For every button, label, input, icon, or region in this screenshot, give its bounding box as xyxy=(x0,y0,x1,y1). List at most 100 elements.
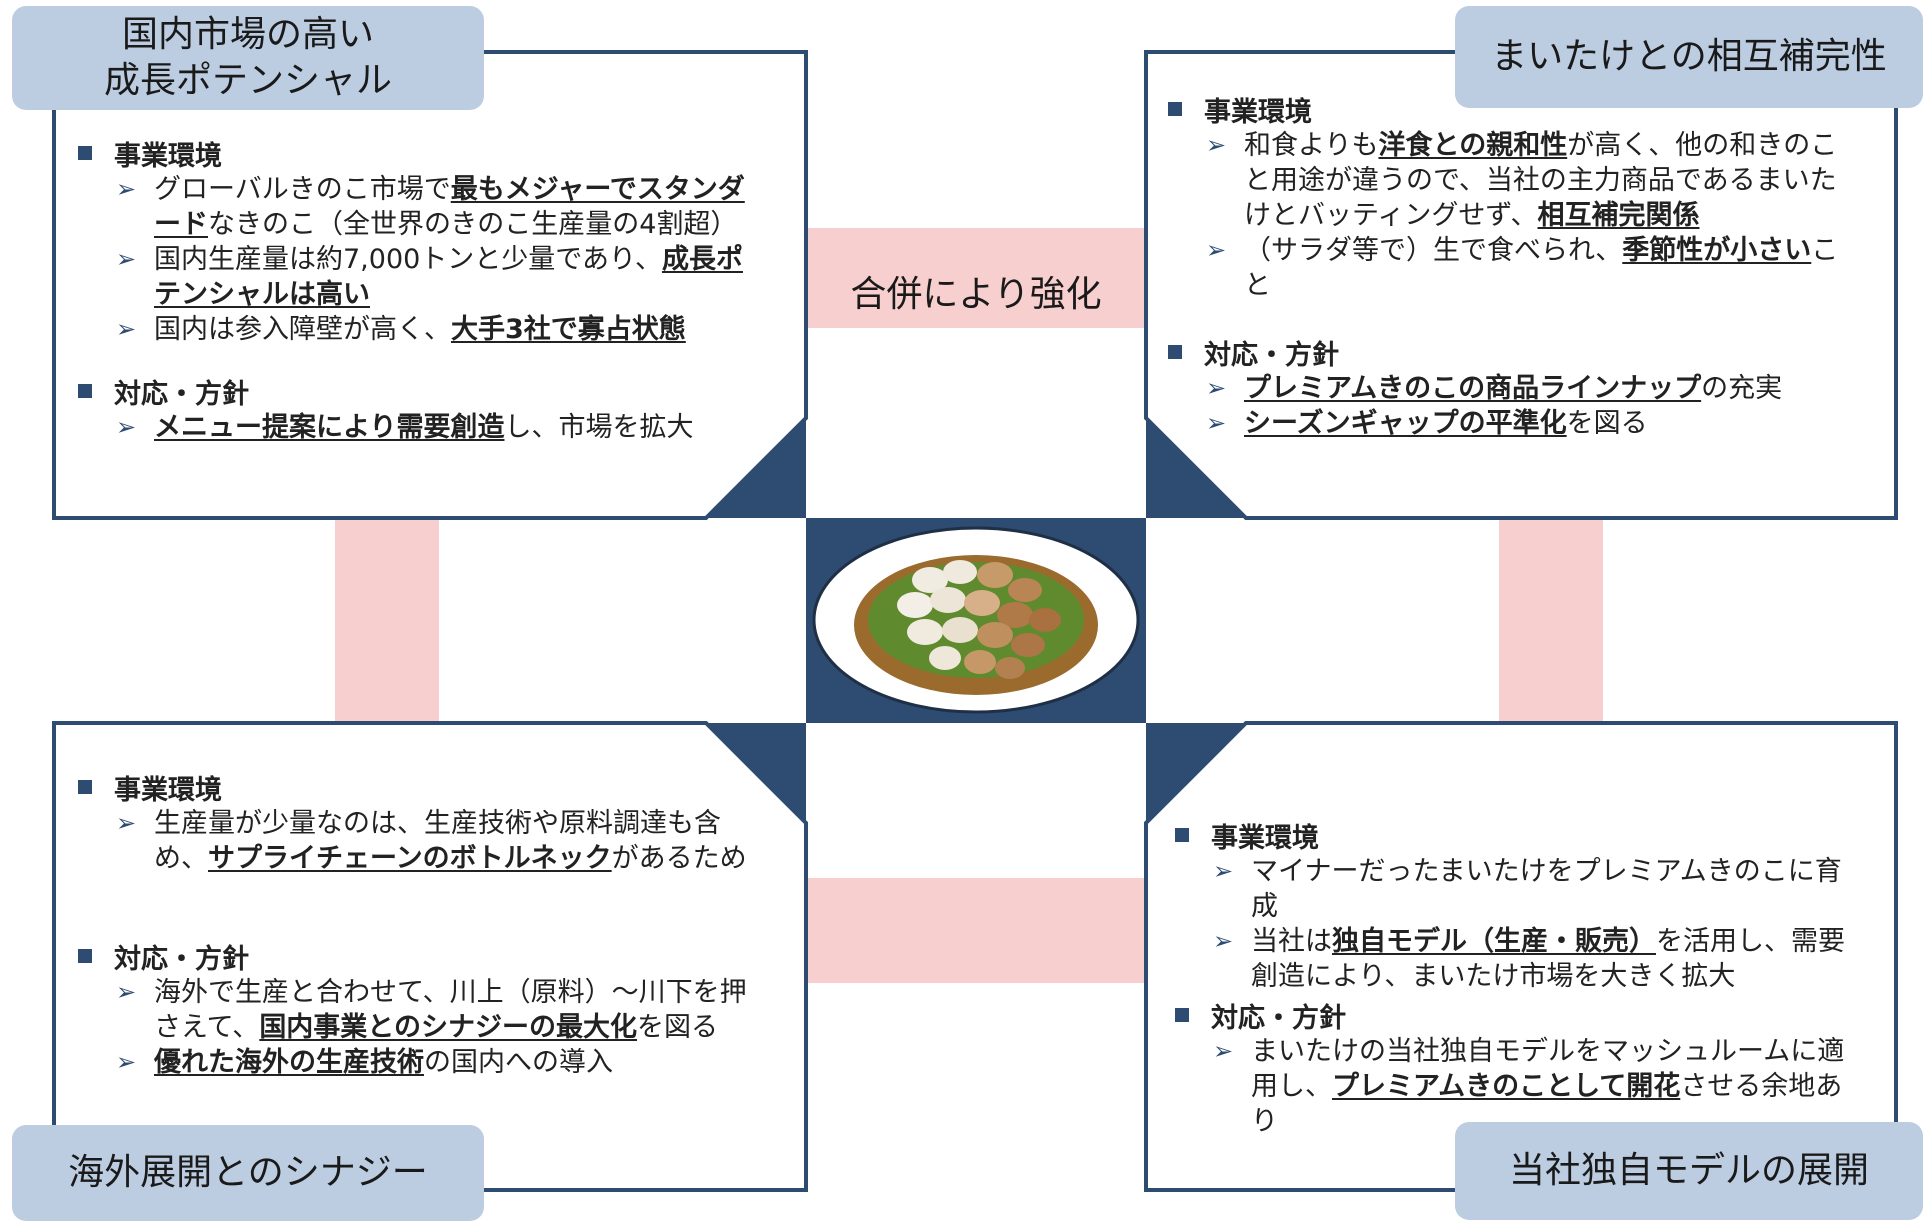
item-text: が高く、他の和きのこと用途が違うので、当社の主力商品であるまいたけとバッティング… xyxy=(1244,130,1838,231)
connector-top xyxy=(806,228,1146,328)
section-heading-text: 対応・方針 xyxy=(1204,339,1339,371)
item-text: マイナーだったまいたけをプレミアムきのこに育成 xyxy=(1251,856,1842,922)
emphasized-text: 優れた海外の生産技術 xyxy=(154,1047,424,1078)
bullet-item: ➢ プレミアムきのこの商品ラインナップの充実 xyxy=(1206,371,1858,406)
bullet-item: ➢ マイナーだったまいたけをプレミアムきのこに育成 xyxy=(1213,854,1865,924)
arrow-bullet-icon: ➢ xyxy=(1213,857,1234,885)
section-heading-text: 事業環境 xyxy=(114,774,222,806)
section-block: 事業環境 ➢ グローバルきのこ市場で最もメジャーでスタンダードなきのこ（全世界のきの… xyxy=(78,134,758,347)
connector-bottom xyxy=(806,878,1146,983)
emphasized-text: 洋食との親和性 xyxy=(1378,130,1568,161)
section-heading: 事業環境 xyxy=(1168,90,1858,128)
item-text: を活用し、需要創造により、まいたけ市場を大きく拡大 xyxy=(1251,926,1845,992)
square-bullet-icon xyxy=(78,384,92,398)
item-text: （サラダ等で）生で食べられ、 xyxy=(1244,235,1623,266)
arrow-bullet-icon: ➢ xyxy=(1213,927,1234,955)
item-text: 生産量が少量なのは、生産技術や原料調達も含め、 xyxy=(154,808,721,874)
emphasized-text: メニュー提案により需要創造 xyxy=(154,412,505,443)
item-text: の充実 xyxy=(1701,373,1783,404)
section-heading-text: 対応・方針 xyxy=(114,943,249,975)
emphasized-text: 相互補完関係 xyxy=(1537,200,1700,231)
arrow-bullet-icon: ➢ xyxy=(116,315,137,343)
square-bullet-icon xyxy=(1175,1008,1189,1022)
mushroom-caps xyxy=(897,560,1061,679)
item-text: 和食よりも xyxy=(1244,130,1379,161)
item-text: まいたけの当社独自モデルをマッシュルームに適用し、 xyxy=(1251,1036,1845,1102)
section-heading-text: 対応・方針 xyxy=(114,378,249,410)
center-label: 合併により強化 xyxy=(850,274,1102,315)
bullet-item: ➢ 国内生産量は約7,000トンと少量であり、成長ポテンシャルは高い xyxy=(116,242,758,312)
connector-left xyxy=(335,518,439,723)
arrow-bullet-icon: ➢ xyxy=(116,413,137,441)
square-bullet-icon xyxy=(1168,345,1182,359)
item-text: 海外で生産と合わせて、川上（原料）～川下を押さえて、 xyxy=(154,977,747,1043)
bullet-item: ➢ シーズンギャップの平準化を図る xyxy=(1206,406,1858,441)
bullet-item: ➢ 優れた海外の生産技術の国内への導入 xyxy=(116,1045,768,1080)
emphasized-text: プレミアムきのこの商品ラインナップ xyxy=(1244,373,1702,404)
emphasized-text: 独自モデル（生産・販売） xyxy=(1332,926,1656,957)
section-heading: 対応・方針 xyxy=(78,937,768,975)
item-text: こと xyxy=(1244,235,1839,301)
bullet-item: ➢海外で生産と合わせて、川上（原料）～川下を押さえて、国内事業とのシナジーの最大… xyxy=(116,975,768,1045)
arrow-bullet-icon: ➢ xyxy=(116,175,137,203)
section-heading: 事業環境 xyxy=(78,134,758,172)
bullet-item: ➢ メニュー提案により需要創造し、市場を拡大 xyxy=(116,410,758,445)
emphasized-text: シーズンギャップの平準化 xyxy=(1244,408,1567,439)
emphasized-text: 大手3社で寡占状態 xyxy=(451,314,686,345)
emphasized-text: 成長ポテンシャルは高い xyxy=(154,244,743,310)
section-block: 対応・方針 ➢ プレミアムきのこの商品ラインナップの充実 ➢ シーズンギャップの平準化を… xyxy=(1168,333,1858,441)
bullet-item: ➢ 生産量が少量なのは、生産技術や原料調達も含め、サプライチェーンのボトルネックが… xyxy=(116,806,768,876)
section-heading-text: 事業環境 xyxy=(1204,96,1312,128)
emphasized-text: 国内事業とのシナジーの最大化 xyxy=(259,1012,638,1043)
bullet-item: ➢ グローバルきのこ市場で最もメジャーでスタンダードなきのこ（全世界のきのこ生産量… xyxy=(116,172,758,242)
arrow-bullet-icon: ➢ xyxy=(116,1048,137,1076)
bullet-item: ➢当社は独自モデル（生産・販売）を活用し、需要創造により、まいたけ市場を大きく拡… xyxy=(1213,924,1865,994)
section-block: 対応・方針 ➢ メニュー提案により需要創造し、市場を拡大 xyxy=(78,372,758,445)
connector-right xyxy=(1499,518,1603,723)
arrow-bullet-icon: ➢ xyxy=(1206,374,1227,402)
section-block: 事業環境 ➢ 生産量が少量なのは、生産技術や原料調達も含め、サプライチェーンのボトル… xyxy=(78,768,768,876)
item-text: グローバルきのこ市場で xyxy=(154,174,451,205)
arrow-bullet-icon: ➢ xyxy=(1206,131,1227,159)
title-tag-bottom-right: 当社独自モデルの展開 xyxy=(1455,1122,1923,1220)
item-text: なきのこ（全世界のきのこ生産量の4割超） xyxy=(208,209,738,240)
bullet-item: ➢国内は参入障壁が高く、大手3社で寡占状態 xyxy=(116,312,758,347)
item-text: し、市場を拡大 xyxy=(504,412,694,443)
emphasized-text: プレミアムきのことして開花 xyxy=(1332,1071,1681,1102)
item-text: の国内への導入 xyxy=(424,1047,613,1078)
arrow-bullet-icon: ➢ xyxy=(1213,1037,1234,1065)
section-block: 対応・方針 ➢ まいたけの当社独自モデルをマッシュルームに適用し、プレミアムきのこと… xyxy=(1175,996,1865,1139)
section-block: 事業環境 ➢ 和食よりも洋食との親和性が高く、他の和きのこと用途が違うので、当社の主… xyxy=(1168,90,1858,303)
panel-top-left xyxy=(52,50,808,520)
section-block: 事業環境 ➢ マイナーだったまいたけをプレミアムきのこに育成➢当社は独自モデル（生産… xyxy=(1175,816,1865,994)
title-tag-top-right: まいたけとの相互補完性 xyxy=(1455,6,1923,108)
bullet-item: ➢（サラダ等で）生で食べられ、季節性が小さいこと xyxy=(1206,233,1858,303)
square-bullet-icon xyxy=(1168,102,1182,116)
section-heading: 対応・方針 xyxy=(1175,996,1865,1034)
bullet-item: ➢ 和食よりも洋食との親和性が高く、他の和きのこと用途が違うので、当社の主力商品で… xyxy=(1206,128,1858,233)
section-heading-text: 事業環境 xyxy=(114,140,222,172)
section-heading-text: 対応・方針 xyxy=(1211,1002,1346,1034)
arrow-bullet-icon: ➢ xyxy=(116,245,137,273)
emphasized-text: 季節性が小さい xyxy=(1622,235,1812,266)
bullet-item: ➢まいたけの当社独自モデルをマッシュルームに適用し、プレミアムきのことして開花さ… xyxy=(1213,1034,1865,1139)
square-bullet-icon xyxy=(78,780,92,794)
item-text: があるため xyxy=(611,843,747,874)
panel-bottom-left xyxy=(52,721,808,1192)
section-heading: 対応・方針 xyxy=(78,372,758,410)
item-text: を図る xyxy=(637,1012,719,1043)
title-tag-bottom-left: 海外展開とのシナジー xyxy=(12,1125,484,1221)
square-bullet-icon xyxy=(1175,828,1189,842)
item-text: 国内生産量は約7,000トンと少量であり、 xyxy=(154,244,662,275)
section-block: 対応・方針➢海外で生産と合わせて、川上（原料）～川下を押さえて、国内事業とのシナ… xyxy=(78,937,768,1080)
emphasized-text: 最もメジャーでスタンダード xyxy=(154,174,745,240)
section-heading-text: 事業環境 xyxy=(1211,822,1319,854)
arrow-bullet-icon: ➢ xyxy=(1206,409,1227,437)
square-bullet-icon xyxy=(78,146,92,160)
item-text: を図る xyxy=(1566,408,1648,439)
arrow-bullet-icon: ➢ xyxy=(116,809,137,837)
emphasized-text: サプライチェーンのボトルネック xyxy=(208,843,612,874)
section-heading: 対応・方針 xyxy=(1168,333,1858,371)
section-heading: 事業環境 xyxy=(1175,816,1865,854)
